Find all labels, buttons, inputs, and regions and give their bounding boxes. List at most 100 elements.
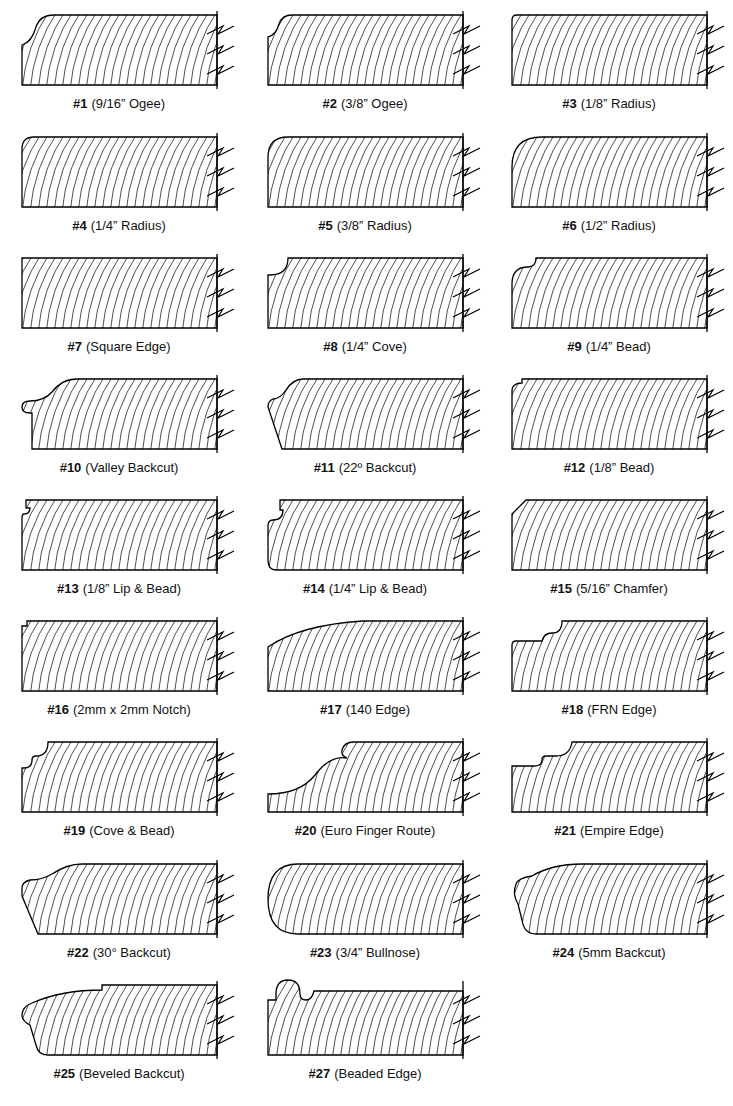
backcut-profile xyxy=(22,860,234,938)
lip-bead-profile xyxy=(268,496,480,574)
profile-number: #16 xyxy=(47,702,69,717)
backcut-profile xyxy=(268,375,480,453)
lip-bead-profile xyxy=(22,496,234,574)
radius-profile xyxy=(512,11,724,89)
ogee-profile xyxy=(22,11,234,89)
square-profile xyxy=(22,254,234,332)
radius-profile xyxy=(512,133,724,211)
profile-name: (FRN Edge) xyxy=(587,702,656,717)
profile-number: #4 xyxy=(72,218,86,233)
profile-name: (5mm Backcut) xyxy=(578,945,665,960)
profile-number: #23 xyxy=(310,945,332,960)
profile-number: #15 xyxy=(550,581,572,596)
profile-number: #11 xyxy=(314,460,335,475)
profile-name: (Beaded Edge) xyxy=(334,1066,421,1081)
bullnose-profile xyxy=(268,860,480,938)
profile-number: #2 xyxy=(323,96,337,111)
profile-number: #8 xyxy=(323,339,337,354)
profile-name: (1/4” Bead) xyxy=(586,339,651,354)
profile-name: (Square Edge) xyxy=(86,339,171,354)
empire-profile xyxy=(512,738,724,816)
profile-name: (1/4” Radius) xyxy=(91,218,166,233)
profile-caption: #23 (3/4” Bullnose) xyxy=(310,945,420,961)
profile-caption: #10(Valley Backcut) xyxy=(60,460,179,476)
profile-number: #10 xyxy=(60,460,82,475)
profile-number: #13 xyxy=(57,581,79,596)
edge-profile xyxy=(268,617,480,695)
profile-caption: #20(Euro Finger Route) xyxy=(295,823,436,839)
profile-number: #7 xyxy=(67,339,81,354)
chamfer-profile xyxy=(512,496,724,574)
profile-number: #18 xyxy=(561,702,583,717)
cove-profile xyxy=(268,254,480,332)
profile-name: (140 Edge) xyxy=(346,702,410,717)
profile-number: #9 xyxy=(567,339,581,354)
profile-name: (3/8” Ogee) xyxy=(341,96,407,111)
profile-caption: #25 (Beveled Backcut) xyxy=(53,1066,184,1082)
profile-name: (Beveled Backcut) xyxy=(79,1066,185,1081)
profile-caption: #7 (Square Edge) xyxy=(67,339,170,355)
profile-caption: #27 (Beaded Edge) xyxy=(308,1066,421,1082)
finger-route-profile xyxy=(268,738,480,816)
profile-caption: #4 (1/4” Radius) xyxy=(72,218,166,234)
profile-name: (2mm x 2mm Notch) xyxy=(73,702,191,717)
profile-caption: #16 (2mm x 2mm Notch) xyxy=(47,702,190,718)
backcut-profile xyxy=(514,860,724,938)
profile-number: #24 xyxy=(552,945,574,960)
profile-number: #5 xyxy=(318,218,332,233)
profile-name: (Valley Backcut) xyxy=(85,460,178,475)
profile-number: #25 xyxy=(53,1066,75,1081)
profile-name: (22º Backcut) xyxy=(339,460,417,475)
profile-caption: #19(Cove & Bead) xyxy=(64,823,175,839)
profile-caption: #3 (1/8” Radius) xyxy=(562,96,656,112)
profile-name: (1/4” Cove) xyxy=(342,339,407,354)
profile-caption: #1 (9/16” Ogee) xyxy=(73,96,165,112)
profile-caption: #21 (Empire Edge) xyxy=(554,823,664,839)
profile-caption: #6(1/2” Radius) xyxy=(562,218,656,234)
profile-name: (Empire Edge) xyxy=(580,823,664,838)
profile-number: #1 xyxy=(73,96,87,111)
profile-caption: #24 (5mm Backcut) xyxy=(552,945,665,961)
profile-caption: #8 (1/4” Cove) xyxy=(323,339,407,355)
ogee-profile xyxy=(268,11,480,89)
radius-profile xyxy=(22,133,234,211)
backcut-profile xyxy=(22,375,234,453)
profile-name: (3/8” Radius) xyxy=(337,218,412,233)
profile-name: (30° Backcut) xyxy=(93,945,171,960)
profile-name: (9/16” Ogee) xyxy=(91,96,165,111)
profile-caption: #2 (3/8” Ogee) xyxy=(323,96,408,112)
profile-number: #12 xyxy=(564,460,586,475)
profile-caption: #22(30° Backcut) xyxy=(67,945,171,961)
profile-number: #6 xyxy=(562,218,576,233)
bead-profile xyxy=(512,375,724,453)
profile-number: #21 xyxy=(554,823,576,838)
profile-name: (5/16” Chamfer) xyxy=(576,581,668,596)
profile-name: (1/8” Bead) xyxy=(589,460,654,475)
profile-name: (Cove & Bead) xyxy=(89,823,174,838)
edge-profile xyxy=(512,617,724,695)
profile-number: #17 xyxy=(320,702,342,717)
profile-caption: #9 (1/4” Bead) xyxy=(567,339,651,355)
profile-name: (Euro Finger Route) xyxy=(320,823,435,838)
beaded-profile xyxy=(268,980,480,1059)
profile-name: (1/8” Lip & Bead) xyxy=(83,581,181,596)
profile-caption: #11 (22º Backcut) xyxy=(314,460,417,476)
profile-caption: #13 (1/8” Lip & Bead) xyxy=(57,581,181,597)
profile-caption: #5 (3/8” Radius) xyxy=(318,218,412,234)
profile-name: (3/4” Bullnose) xyxy=(336,945,421,960)
cove-bead-profile xyxy=(22,738,234,816)
profile-number: #27 xyxy=(308,1066,330,1081)
bead-profile xyxy=(512,254,724,332)
radius-profile xyxy=(268,133,480,211)
profile-number: #3 xyxy=(562,96,576,111)
profile-name: (1/8” Radius) xyxy=(581,96,656,111)
profile-number: #20 xyxy=(295,823,317,838)
profile-number: #19 xyxy=(64,823,86,838)
profile-caption: #15 (5/16” Chamfer) xyxy=(550,581,667,597)
profile-number: #14 xyxy=(303,581,325,596)
backcut-profile xyxy=(22,981,234,1059)
profile-caption: #14(1/4” Lip & Bead) xyxy=(303,581,427,597)
profile-caption: #18 (FRN Edge) xyxy=(561,702,656,718)
profile-caption: #12(1/8” Bead) xyxy=(564,460,655,476)
